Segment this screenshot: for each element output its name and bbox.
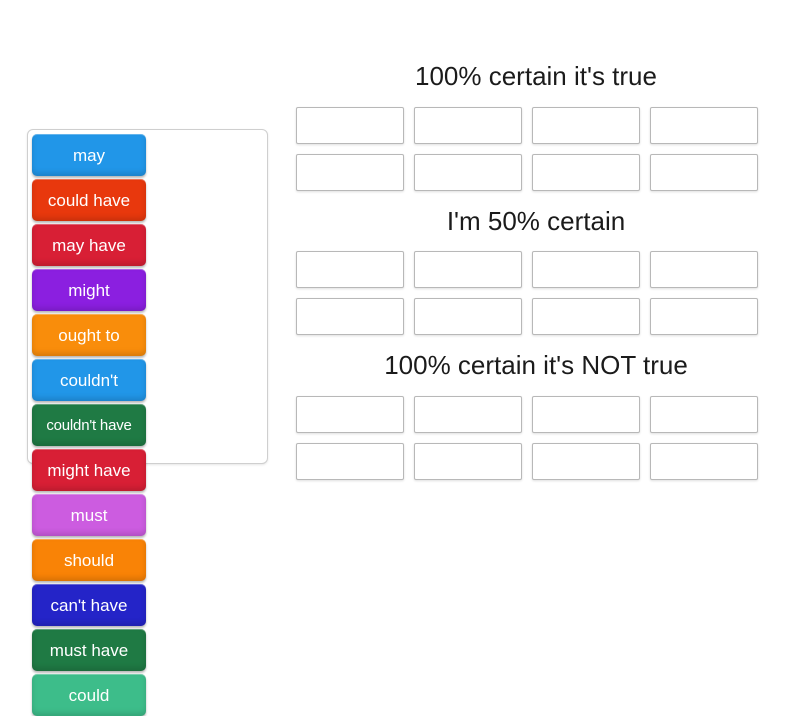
drop-zone[interactable] — [414, 153, 522, 191]
category-group: 100% certain it's true — [296, 60, 776, 191]
drop-zone-row — [296, 251, 776, 288]
drop-zone-rows — [296, 106, 776, 191]
drop-zone[interactable] — [532, 442, 640, 480]
drop-zone[interactable] — [532, 251, 640, 288]
drop-zone[interactable] — [414, 442, 522, 480]
drop-zone[interactable] — [532, 298, 640, 335]
drop-zone[interactable] — [414, 395, 522, 433]
drop-zone[interactable] — [296, 153, 404, 191]
drop-zone[interactable] — [414, 298, 522, 335]
word-tile[interactable]: can't have — [32, 584, 146, 626]
drop-zone[interactable] — [650, 442, 758, 480]
word-tile[interactable]: might have — [32, 449, 146, 491]
drop-zone[interactable] — [532, 153, 640, 191]
drop-zone[interactable] — [296, 298, 404, 335]
word-tile[interactable]: might — [32, 269, 146, 311]
word-tile[interactable]: should — [32, 539, 146, 581]
word-tile[interactable]: may — [32, 134, 146, 176]
word-tile[interactable]: couldn't — [32, 359, 146, 401]
drop-zone[interactable] — [296, 395, 404, 433]
drop-zone[interactable] — [414, 251, 522, 288]
category-group: 100% certain it's NOT true — [296, 349, 776, 480]
drop-zone-row — [296, 395, 776, 433]
drop-zone-rows — [296, 251, 776, 335]
category-title: 100% certain it's true — [415, 61, 657, 91]
drop-zone-row — [296, 298, 776, 335]
drop-zone[interactable] — [650, 153, 758, 191]
drop-zone-row — [296, 153, 776, 191]
drop-zone[interactable] — [650, 298, 758, 335]
drop-zone[interactable] — [296, 442, 404, 480]
category-title: I'm 50% certain — [446, 205, 626, 236]
category-group: I'm 50% certain — [296, 205, 776, 335]
drop-zone[interactable] — [650, 106, 758, 144]
drop-zone[interactable] — [532, 395, 640, 433]
word-tile[interactable]: couldn't have — [32, 404, 146, 446]
word-tile[interactable]: must have — [32, 629, 146, 671]
drop-zone[interactable] — [296, 251, 404, 288]
drop-zone[interactable] — [650, 251, 758, 288]
drop-zone-rows — [296, 395, 776, 480]
drop-zone[interactable] — [414, 106, 522, 144]
word-tile[interactable]: ought to — [32, 314, 146, 356]
drop-zone-row — [296, 442, 776, 480]
drop-zone[interactable] — [532, 106, 640, 144]
word-tile[interactable]: could — [32, 674, 146, 716]
drop-zone[interactable] — [650, 395, 758, 433]
drop-zone-row — [296, 106, 776, 144]
drop-zone[interactable] — [296, 106, 404, 144]
word-tile[interactable]: must — [32, 494, 146, 536]
word-tile[interactable]: could have — [32, 179, 146, 221]
category-title: 100% certain it's NOT true — [384, 350, 688, 380]
word-tile[interactable]: may have — [32, 224, 146, 266]
